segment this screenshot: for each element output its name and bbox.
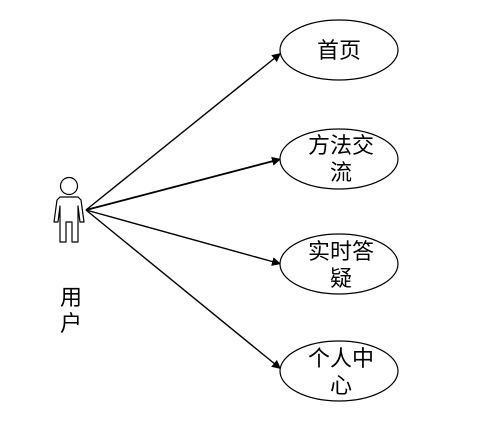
use-case-qa: 实时答 疑: [279, 233, 399, 295]
use-case-profile-label-line-2: 心: [330, 374, 352, 399]
actor: 用 户: [53, 176, 85, 337]
use-case-method-label-line-1: 方法交: [308, 134, 374, 159]
use-case-qa-label-line-1: 实时答: [308, 240, 374, 265]
use-case-profile-label-line-1: 个人中: [308, 347, 374, 372]
use-case-home: 首页: [279, 19, 399, 81]
association-qa: [85, 209, 282, 266]
use-case-method: 方法交 流: [279, 128, 399, 190]
association-home: [85, 52, 282, 211]
use-case-qa-label-line-2: 疑: [330, 267, 352, 292]
actor-head: [59, 176, 79, 196]
use-case-profile-ellipse: [279, 340, 399, 402]
actor-label-line-1: 用: [60, 286, 82, 311]
use-case-home-ellipse: [279, 19, 399, 81]
actor-body: [53, 196, 85, 243]
use-case-profile: 个人中 心: [279, 340, 399, 402]
actor-label-line-2: 户: [60, 312, 82, 337]
use-case-method-label-line-2: 流: [330, 161, 352, 186]
use-case-qa-ellipse: [279, 233, 399, 295]
use-case-home-label: 首页: [317, 39, 361, 64]
associations: [85, 52, 282, 370]
association-profile: [85, 209, 282, 370]
association-method: [85, 156, 282, 211]
use-case-method-ellipse: [279, 128, 399, 190]
